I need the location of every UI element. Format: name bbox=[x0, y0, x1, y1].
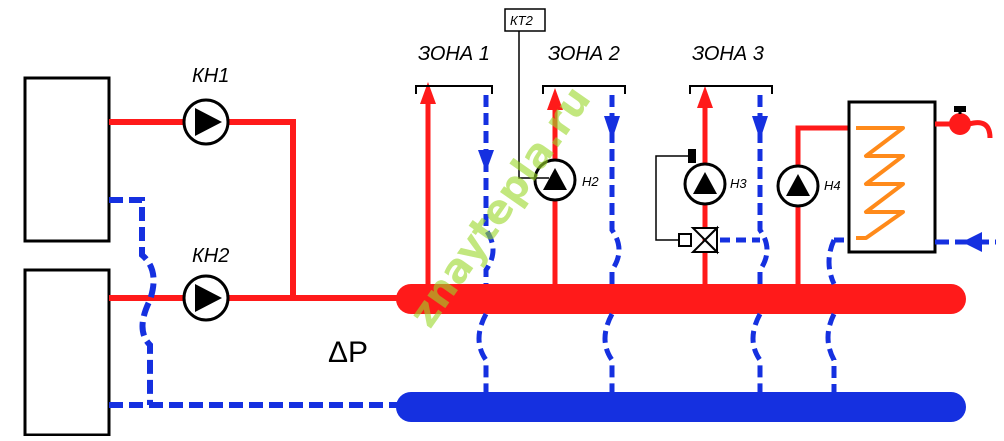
pump-n3 bbox=[683, 162, 727, 206]
boiler-1 bbox=[23, 76, 111, 243]
label-zone-1: ЗОНА 1 bbox=[418, 43, 490, 65]
pump-kn1 bbox=[182, 98, 230, 146]
label-n3: Н3 bbox=[730, 176, 747, 191]
sensor-kt2 bbox=[504, 8, 549, 179]
cold-water-inlet bbox=[935, 232, 996, 252]
pump-kn2 bbox=[182, 274, 230, 322]
label-n2: Н2 bbox=[582, 174, 599, 189]
supply-manifold bbox=[396, 284, 966, 314]
heating-coil bbox=[856, 126, 905, 240]
label-zone-2: ЗОНА 2 bbox=[548, 43, 620, 65]
pump-n2 bbox=[533, 158, 577, 202]
label-kn2: КН2 bbox=[192, 245, 229, 267]
pump-n4 bbox=[776, 164, 820, 208]
return-pipes bbox=[109, 197, 400, 408]
label-kt2: КТ2 bbox=[510, 13, 534, 28]
zone-1-circuit bbox=[420, 82, 496, 392]
zone-1-bracket bbox=[415, 85, 493, 94]
zone-2-bracket bbox=[542, 85, 626, 94]
return-manifold bbox=[396, 392, 966, 422]
label-delta-p: ΔP bbox=[328, 336, 368, 369]
label-kn1: КН1 bbox=[192, 65, 229, 87]
supply-pipes bbox=[109, 119, 400, 301]
label-n4: Н4 bbox=[824, 178, 841, 193]
water-heater-tank bbox=[847, 100, 937, 254]
boiler-2 bbox=[23, 268, 111, 437]
zone-3-bracket bbox=[689, 85, 773, 94]
label-zone-3: ЗОНА 3 bbox=[692, 43, 764, 65]
three-way-valve bbox=[655, 149, 720, 255]
hot-water-tap bbox=[935, 106, 993, 139]
